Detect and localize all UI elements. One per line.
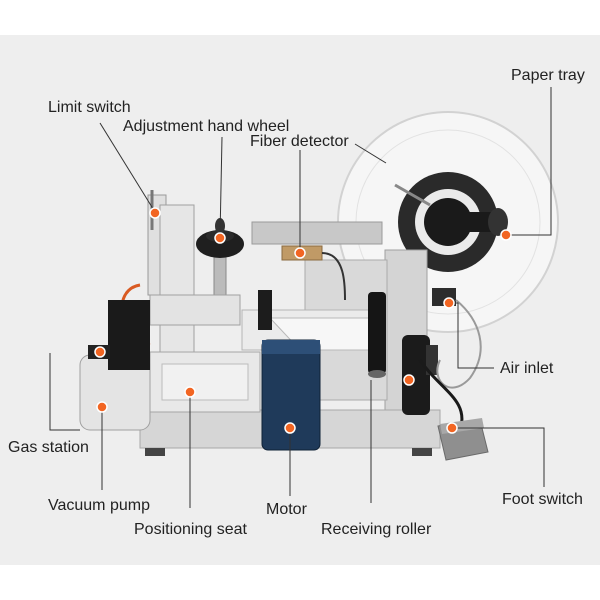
label-adjustment-hand-wheel: Adjustment hand wheel xyxy=(123,118,290,135)
marker-fiber-detector xyxy=(294,247,306,259)
label-limit-switch: Limit switch xyxy=(48,99,131,116)
marker-foot-switch xyxy=(446,422,458,434)
marker-air-inlet xyxy=(443,297,455,309)
foot-switch-pedal xyxy=(437,418,489,461)
marker-receiving-roller xyxy=(403,374,415,386)
positioning-seat xyxy=(149,294,261,413)
marker-limit-switch xyxy=(149,207,161,219)
marker-adjustment-hand-wheel xyxy=(214,232,226,244)
label-gas-station: Gas station xyxy=(8,439,89,456)
label-receiving-roller: Receiving roller xyxy=(321,521,432,538)
callout-markers xyxy=(94,207,512,434)
label-positioning-seat: Positioning seat xyxy=(134,521,247,538)
marker-motor xyxy=(284,422,296,434)
leader-lines xyxy=(49,87,552,508)
label-fiber-detector: Fiber detector xyxy=(250,133,349,150)
take-up-roller xyxy=(402,335,438,415)
receiving-roller xyxy=(368,292,386,378)
label-air-inlet: Air inlet xyxy=(500,360,554,377)
marker-gas-station xyxy=(94,346,106,358)
motor-body xyxy=(261,339,321,451)
marker-vacuum-pump xyxy=(96,401,108,413)
label-paper-tray: Paper tray xyxy=(511,67,585,84)
vacuum-pump-body xyxy=(79,300,151,431)
marker-positioning-seat xyxy=(184,386,196,398)
label-vacuum-pump: Vacuum pump xyxy=(48,497,150,514)
marker-paper-tray xyxy=(500,229,512,241)
label-motor: Motor xyxy=(266,501,307,518)
label-foot-switch: Foot switch xyxy=(502,491,583,508)
